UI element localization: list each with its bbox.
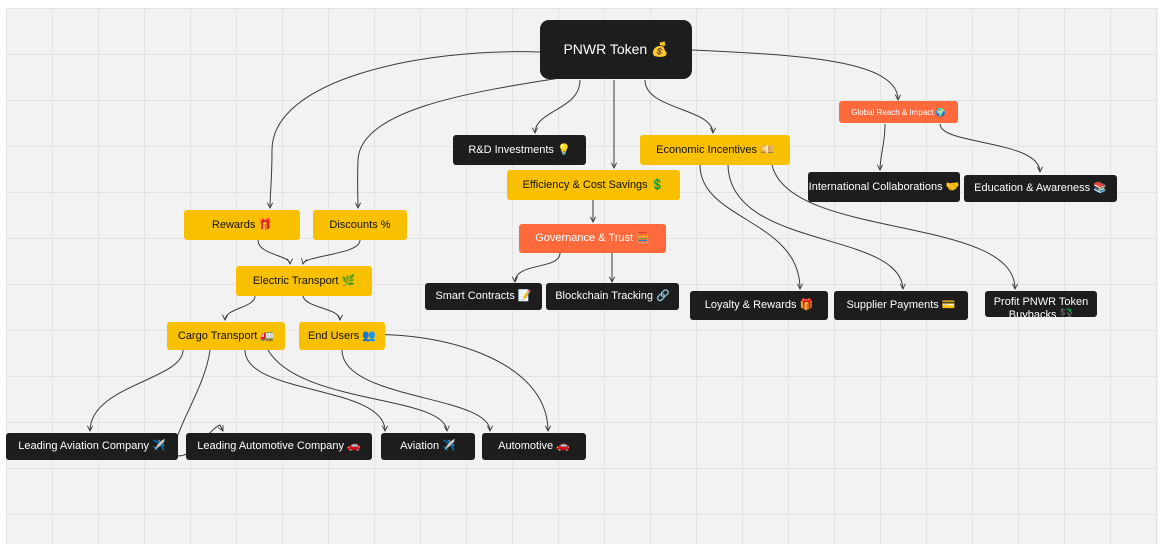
node-discounts[interactable]: Discounts % (313, 210, 407, 240)
node-efficiency-cost-savings[interactable]: Efficiency & Cost Savings 💲 (507, 170, 680, 200)
node-cargo-transport[interactable]: Cargo Transport 🚛 (167, 322, 285, 350)
node-pnwr-token[interactable]: PNWR Token 💰 (540, 20, 692, 79)
node-economic-incentives[interactable]: Economic Incentives 💴 (640, 135, 790, 165)
node-aviation[interactable]: Aviation ✈️ (381, 433, 475, 460)
node-automotive[interactable]: Automotive 🚗 (482, 433, 586, 460)
node-profit-buybacks[interactable]: Profit PNWR Token Buybacks 💱 (985, 291, 1097, 317)
node-global-reach[interactable]: Global Reach & Impact 🌍 (839, 101, 958, 123)
node-rewards[interactable]: Rewards 🎁 (184, 210, 300, 240)
mindmap-canvas[interactable] (6, 8, 1158, 544)
node-international-collaborations[interactable]: International Collaborations 🤝 (808, 172, 960, 202)
node-electric-transport[interactable]: Electric Transport 🌿 (236, 266, 372, 296)
node-rd-investments[interactable]: R&D Investments 💡 (453, 135, 586, 165)
node-leading-aviation-company[interactable]: Leading Aviation Company ✈️ (6, 433, 178, 460)
node-education-awareness[interactable]: Education & Awareness 📚 (964, 175, 1117, 202)
node-end-users[interactable]: End Users 👥 (299, 322, 385, 350)
node-smart-contracts[interactable]: Smart Contracts 📝 (425, 283, 542, 310)
node-supplier-payments[interactable]: Supplier Payments 💳 (834, 291, 968, 320)
node-blockchain-tracking[interactable]: Blockchain Tracking 🔗 (546, 283, 679, 310)
node-leading-automotive-company[interactable]: Leading Automotive Company 🚗 (186, 433, 372, 460)
node-loyalty-rewards[interactable]: Loyalty & Rewards 🎁 (690, 291, 828, 320)
node-governance-trust[interactable]: Governance & Trust 🧮 (519, 224, 666, 253)
